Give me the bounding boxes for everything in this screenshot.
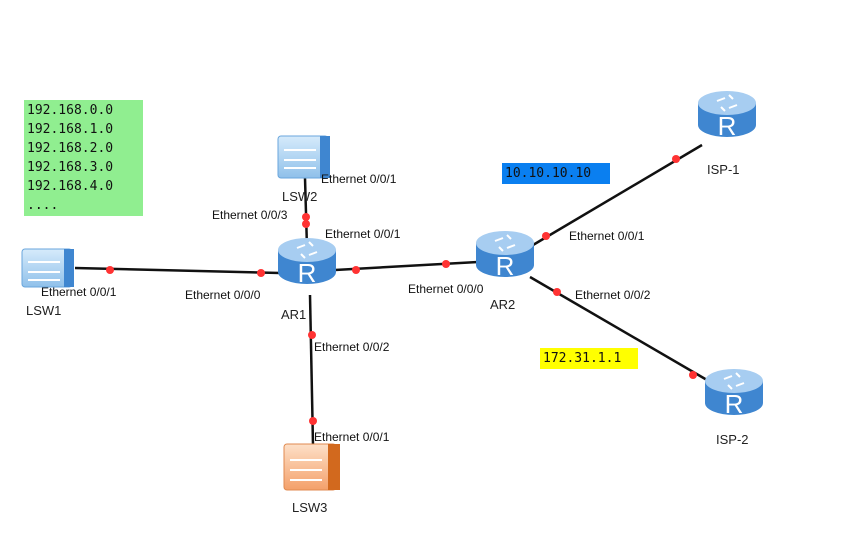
port-label: Ethernet 0/0/1 <box>314 430 390 444</box>
isp1-router-icon <box>697 90 757 142</box>
isp2-label: ISP-2 <box>716 432 749 447</box>
isp2-ip-note: 172.31.1.1 <box>540 348 638 369</box>
lsw3-switch-icon <box>283 443 340 491</box>
isp2-router-icon <box>704 368 764 420</box>
port-label: Ethernet 0/0/1 <box>325 227 401 241</box>
port-label: Ethernet 0/0/2 <box>575 288 651 302</box>
ar1-router-icon <box>277 237 337 289</box>
network-line: 192.168.2.0 <box>27 141 114 156</box>
port-label: Ethernet 0/0/0 <box>408 282 484 296</box>
network-line: 192.168.3.0 <box>27 160 114 175</box>
port-dots <box>106 155 697 425</box>
networks-note: 192.168.0.0 192.168.1.0 192.168.2.0 192.… <box>24 100 143 216</box>
port-label: Ethernet 0/0/1 <box>569 229 645 243</box>
ar1-label: AR1 <box>281 307 307 322</box>
lsw2-label: LSW2 <box>282 189 318 204</box>
isp1-label: ISP-1 <box>707 162 740 177</box>
port-label: Ethernet 0/0/1 <box>41 285 117 299</box>
lsw3-label: LSW3 <box>292 500 328 515</box>
port-label: Ethernet 0/0/0 <box>185 288 261 302</box>
network-line: 192.168.4.0 <box>27 179 114 194</box>
link-lsw1-ar1 <box>74 266 281 275</box>
port-label: Ethernet 0/0/1 <box>321 172 397 186</box>
ar2-label: AR2 <box>490 297 516 312</box>
lsw2-switch-icon <box>277 135 330 179</box>
isp1-ip-note: 10.10.10.10 <box>502 163 610 184</box>
port-label: Ethernet 0/0/3 <box>212 208 288 222</box>
lsw1-switch-icon <box>21 248 74 288</box>
network-line: .... <box>27 198 59 213</box>
network-line: 192.168.0.0 <box>27 103 114 118</box>
port-label: Ethernet 0/0/2 <box>314 340 390 354</box>
network-line: 192.168.1.0 <box>27 122 114 137</box>
ar2-router-icon <box>475 230 535 282</box>
lsw1-label: LSW1 <box>26 303 62 318</box>
